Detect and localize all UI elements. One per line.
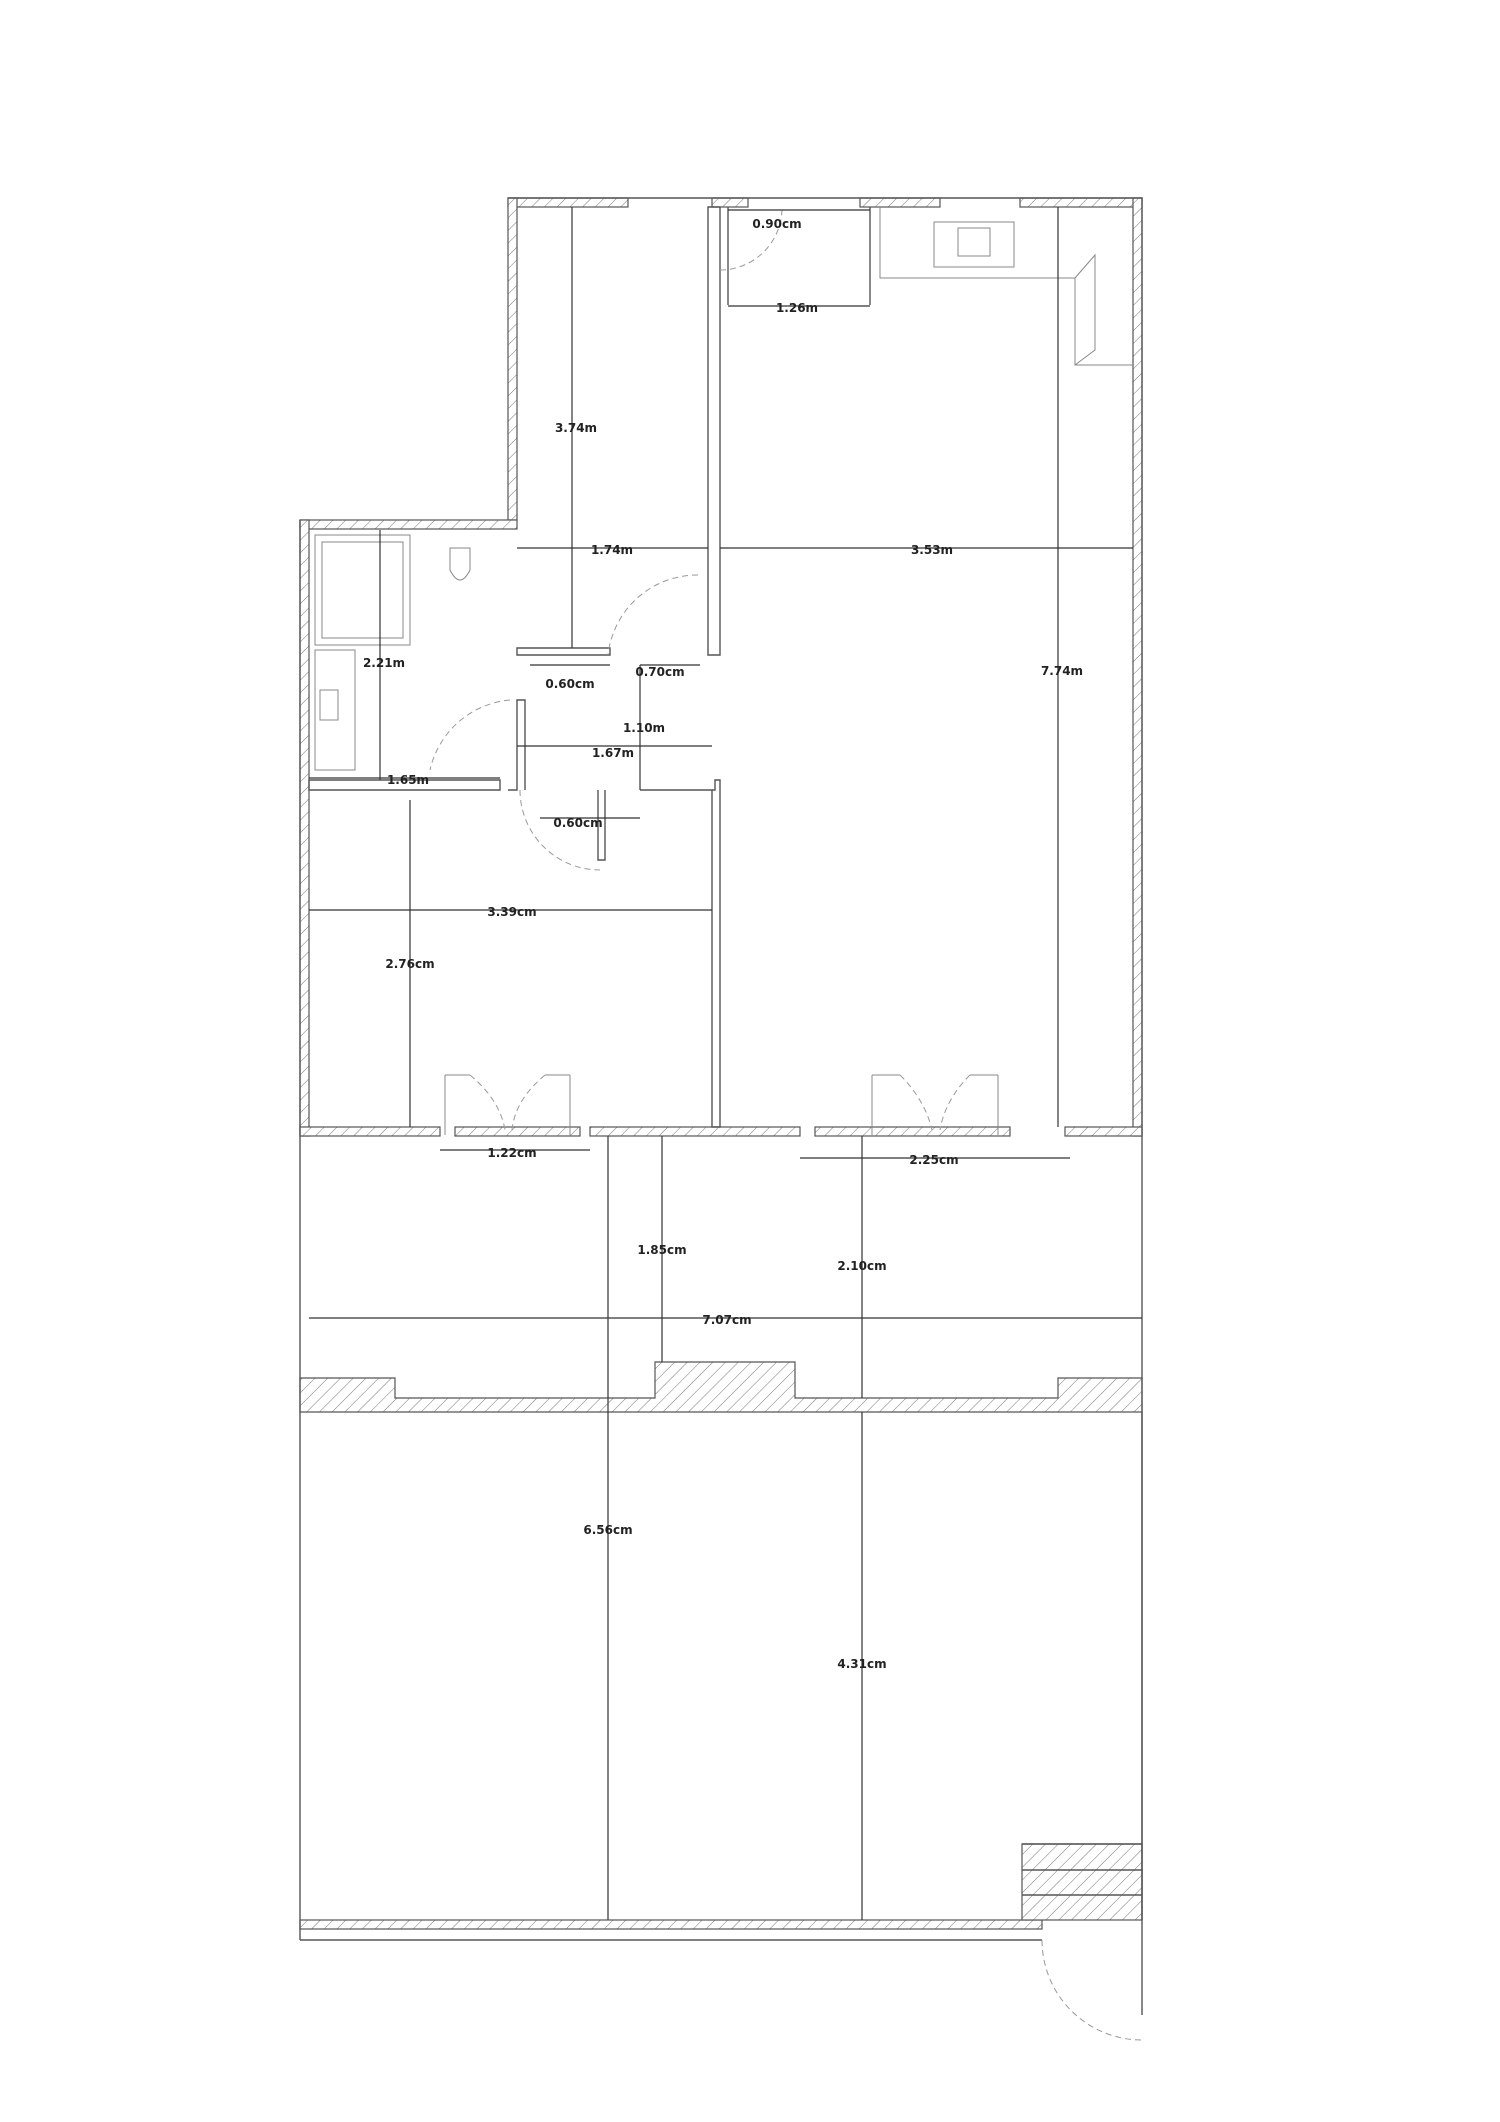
- dim-label: 4.31cm: [837, 1657, 886, 1671]
- dim-label: 1.22cm: [487, 1146, 536, 1160]
- dim-label: 2.76cm: [385, 957, 434, 971]
- dim-label: 1.65m: [387, 773, 429, 787]
- dim-label: 2.10cm: [837, 1259, 886, 1273]
- dim-label: 0.90cm: [752, 217, 801, 231]
- dim-label: 2.25cm: [909, 1153, 958, 1167]
- hatched-walls: [299, 197, 1143, 1930]
- dim-label: 6.56cm: [583, 1523, 632, 1537]
- dim-label: 1.74m: [591, 543, 633, 557]
- dim-label: 1.26m: [776, 301, 818, 315]
- dim-label: 7.07cm: [702, 1313, 751, 1327]
- dimension-labels: 0.90cm 1.26m 3.74m 1.74m 3.53m 7.74m 2.2…: [363, 217, 1083, 1671]
- dim-label: 3.53m: [911, 543, 953, 557]
- dim-label: 1.67m: [592, 746, 634, 760]
- dim-label: 1.10m: [623, 721, 665, 735]
- dimension-lines: [309, 207, 1142, 1920]
- dim-label: 2.21m: [363, 656, 405, 670]
- dim-label: 0.60cm: [553, 816, 602, 830]
- dim-label: 1.85cm: [637, 1243, 686, 1257]
- dim-label: 0.70cm: [635, 665, 684, 679]
- dim-label: 3.74m: [555, 421, 597, 435]
- dim-label: 7.74m: [1041, 664, 1083, 678]
- wall-outlines: [299, 197, 1143, 2041]
- dim-label: 0.60cm: [545, 677, 594, 691]
- dim-label: 3.39cm: [487, 905, 536, 919]
